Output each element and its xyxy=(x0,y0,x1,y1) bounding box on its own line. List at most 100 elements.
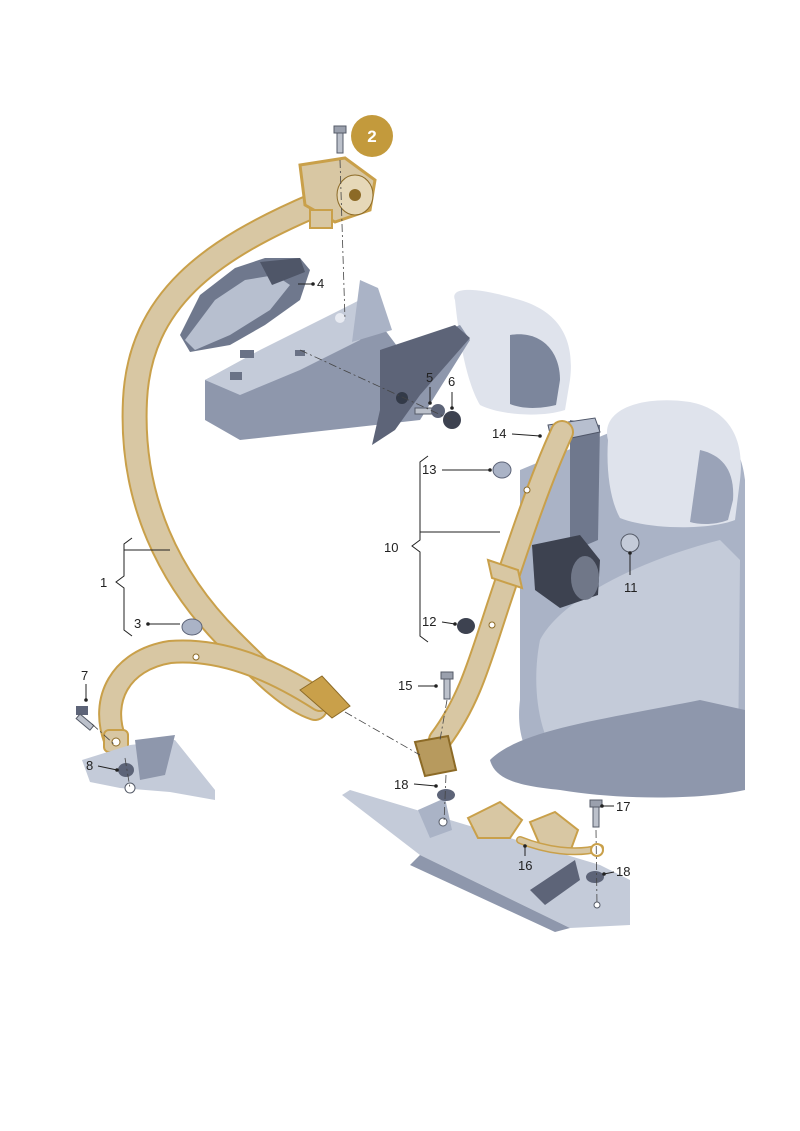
leader-12 xyxy=(441,621,456,625)
bracket-10 xyxy=(411,455,429,643)
bolt-5-head xyxy=(431,404,445,418)
bolt-7-head xyxy=(76,706,88,715)
bolt-17-shank xyxy=(592,806,600,828)
label-3: 3 xyxy=(134,616,141,631)
belt-assembly-10 xyxy=(413,417,601,778)
leader-8 xyxy=(97,765,118,771)
belt-retractor-2 xyxy=(298,156,377,229)
washer-18b xyxy=(586,871,604,883)
retractor-2-spool-center xyxy=(349,189,361,201)
leader-11-dot xyxy=(628,551,632,555)
floor-bracket-left-hole xyxy=(124,782,136,794)
leader-8-dot xyxy=(115,768,119,772)
center-retractor-spool xyxy=(571,556,599,600)
leader-18a xyxy=(413,783,437,787)
label-15: 15 xyxy=(398,678,412,693)
assembly-line-8 xyxy=(124,757,131,789)
leader-18b-dot xyxy=(602,872,606,876)
label-18b: 18 xyxy=(616,864,630,879)
badge-number: 2 xyxy=(367,127,376,146)
trim-cover-face xyxy=(185,275,290,350)
floor-rail-hole xyxy=(438,817,448,827)
assembly-line-5-6 xyxy=(299,349,453,421)
label-11: 11 xyxy=(624,580,638,595)
belt-1-guide-hole xyxy=(192,653,200,661)
belt-10-strap xyxy=(430,422,572,750)
belt-10-hole-top xyxy=(523,486,531,494)
upper-panel-top xyxy=(205,300,380,395)
washer-18a xyxy=(437,789,455,801)
leader-13-dot xyxy=(488,468,492,472)
leader-12-dot xyxy=(453,622,457,626)
leader-14 xyxy=(511,433,541,437)
floor-rail xyxy=(342,790,630,932)
label-10: 10 xyxy=(384,540,398,555)
label-12: 12 xyxy=(422,614,436,629)
buckle-16-anchor xyxy=(590,843,604,857)
assembly-line-18a xyxy=(443,774,447,823)
belt-10-buckle xyxy=(413,734,458,778)
leader-7-dot xyxy=(84,698,88,702)
badge-circle xyxy=(351,115,393,157)
belt-10-hole-bottom xyxy=(488,621,496,629)
assembly-line-15 xyxy=(439,699,448,741)
body-panel-upper xyxy=(205,280,470,445)
nut-11 xyxy=(620,533,640,553)
label-17: 17 xyxy=(616,799,630,814)
buckle-16-left xyxy=(466,800,524,839)
bolt-head xyxy=(333,125,347,134)
bolt-15-head xyxy=(440,671,454,680)
assembly-line-17 xyxy=(595,829,598,906)
leader-14-dot xyxy=(538,434,542,438)
label-1: 1 xyxy=(100,575,107,590)
center-retractor-arm xyxy=(570,420,600,552)
cap-12 xyxy=(457,618,475,634)
leader-4-dot xyxy=(311,282,315,286)
bracket-1 xyxy=(115,537,133,637)
trim-cover xyxy=(180,258,310,352)
upper-panel-bracket xyxy=(372,325,470,445)
upper-panel-tab xyxy=(352,280,392,342)
part-number-badge: 2 xyxy=(351,115,393,157)
rear-seat xyxy=(454,289,745,798)
upper-panel-slot-3 xyxy=(295,350,305,356)
leader-16-dot xyxy=(523,844,527,848)
cap-3 xyxy=(181,618,203,636)
bolt-7-shank xyxy=(75,713,95,731)
headrest-left-shadow xyxy=(510,334,560,408)
bolt-15-shank xyxy=(443,678,451,700)
retractor-2-outlet xyxy=(309,209,333,229)
trim-cover-edge xyxy=(260,258,305,285)
upper-panel-slot-2 xyxy=(230,372,242,380)
buckle-assembly-16 xyxy=(466,800,604,857)
belt-10-guide xyxy=(486,558,524,590)
leader-17-dot xyxy=(600,804,604,808)
label-13: 13 xyxy=(422,462,436,477)
leaders xyxy=(84,282,632,876)
fasteners xyxy=(75,404,640,883)
cap-13 xyxy=(492,461,512,479)
upper-panel-hole xyxy=(396,392,408,404)
seat-cushion xyxy=(490,700,745,798)
floor-rail-side xyxy=(410,855,570,932)
assembly-lines xyxy=(91,159,598,906)
bolt-5 xyxy=(414,404,445,418)
belt-assembly-1 xyxy=(98,192,351,753)
floor-rail-tab-1 xyxy=(418,798,452,838)
label-7: 7 xyxy=(81,668,88,683)
label-14: 14 xyxy=(492,426,506,441)
assembly-line-tongue xyxy=(344,711,421,756)
label-6: 6 xyxy=(448,374,455,389)
bolt-shank xyxy=(336,132,344,154)
belt-1-lower-strap xyxy=(100,641,330,750)
assembly-line-7 xyxy=(91,723,116,746)
leader-5-dot xyxy=(428,401,432,405)
floor-rail-tab-2 xyxy=(530,860,580,905)
belt-1-anchor-hole xyxy=(111,737,121,747)
bolt-7 xyxy=(75,706,95,731)
label-5: 5 xyxy=(426,370,433,385)
bolt-17 xyxy=(589,799,603,828)
belt-1-tongue xyxy=(299,675,351,719)
leader-15-dot xyxy=(434,684,438,688)
